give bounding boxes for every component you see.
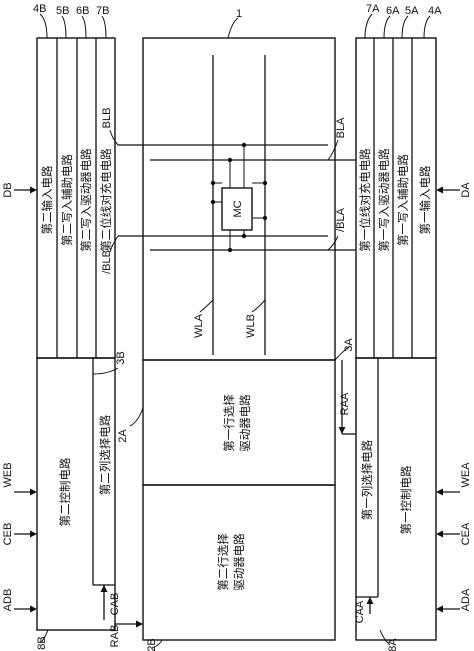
- ref-4B: 4B: [33, 3, 46, 15]
- label-second-precharge-circuit: 第二位线对充电电路: [99, 148, 113, 252]
- signal-RAA: RAA: [339, 392, 351, 415]
- ref-5A: 5A: [405, 5, 419, 17]
- signal-WEA: WEA: [460, 462, 472, 488]
- bitline-BLB: BLB: [101, 108, 113, 129]
- ref-4A: 4A: [428, 5, 442, 17]
- label-first-write-driver-circuit: 第一写入驱动器电路: [377, 148, 391, 252]
- signal-CAB: CAB: [109, 593, 121, 616]
- cell-label-MC: MC: [232, 200, 244, 217]
- memory-cell-mc: [221, 187, 253, 231]
- ref-7A: 7A: [366, 3, 380, 15]
- signal-WEB: WEB: [2, 462, 14, 487]
- ref-6B: 6B: [76, 5, 89, 17]
- bitline-BLA-bar: /BLA: [335, 207, 347, 232]
- leader-lines: [39, 13, 431, 649]
- ref-2B: 2B: [146, 638, 158, 651]
- signal-CAA: CAA: [354, 600, 366, 623]
- label-first-row-select-line2: 驱动器电路: [238, 394, 252, 452]
- signal-CEA: CEA: [460, 522, 472, 545]
- ref-8A: 8A: [387, 638, 399, 651]
- reference-numerals: 4B 5B 6B 7B 1 7A 6A 5A 4A: [33, 3, 442, 20]
- label-first-control-circuit: 第一控制电路: [399, 465, 413, 534]
- signal-ADB: ADB: [2, 589, 14, 612]
- left-circuit-column: [36, 37, 116, 631]
- bitline-BLA: BLA: [335, 117, 347, 138]
- bitline-BLB-bar: /BLB: [101, 250, 113, 274]
- memory-array-center: [118, 37, 356, 641]
- ref-3A: 3A: [343, 338, 355, 352]
- label-second-input-circuit: 第二输入电路: [40, 165, 54, 234]
- wordline-WLB: WLB: [245, 314, 257, 338]
- ref-3B: 3B: [115, 351, 127, 364]
- signal-CEB: CEB: [2, 523, 14, 546]
- signal-ADA: ADA: [460, 588, 472, 611]
- ref-5B: 5B: [56, 5, 69, 17]
- label-second-write-assist-circuit: 第二写入辅助电路: [60, 154, 74, 246]
- label-second-row-select-line1: 第二行选择: [216, 533, 230, 591]
- label-first-precharge-circuit: 第一位线对充电电路: [358, 148, 372, 252]
- ref-6A: 6A: [386, 5, 400, 17]
- signal-RAB: RAB: [109, 625, 121, 648]
- wordline-WLA: WLA: [193, 313, 205, 338]
- memory-cell-array: [142, 37, 336, 361]
- left-lower-block: [36, 357, 116, 631]
- ref-1: 1: [236, 8, 242, 20]
- label-second-column-select-circuit: 第二列选择电路: [98, 414, 112, 495]
- label-second-row-select-line2: 驱动器电路: [232, 533, 246, 591]
- label-second-control-circuit: 第二控制电路: [58, 457, 72, 526]
- label-first-write-assist-circuit: 第一写入辅助电路: [396, 154, 410, 246]
- label-second-write-driver-circuit: 第二写入驱动器电路: [79, 148, 93, 252]
- signal-DA: DA: [460, 182, 472, 198]
- ref-7B: 7B: [96, 5, 109, 17]
- label-first-row-select-line1: 第一行选择: [222, 394, 236, 452]
- rotated-labels: DB WEB CEB ADB CAB RAB 8B 3B 2A 2B BLB /…: [2, 108, 472, 651]
- ref-2A: 2A: [117, 429, 129, 443]
- ref-8B: 8B: [36, 636, 48, 649]
- block-labels: 第二输入电路 第二写入辅助电路 第二写入驱动器电路 第二位线对充电电路 第一位线…: [40, 148, 432, 591]
- signal-arrows: [14, 186, 460, 628]
- label-first-input-circuit: 第一输入电路: [418, 165, 432, 234]
- label-first-column-select-circuit: 第一列选择电路: [360, 439, 374, 520]
- right-lower-block: [355, 357, 437, 641]
- right-circuit-column: [355, 37, 437, 641]
- second-row-select-block: [142, 484, 336, 641]
- signal-DB: DB: [2, 182, 14, 197]
